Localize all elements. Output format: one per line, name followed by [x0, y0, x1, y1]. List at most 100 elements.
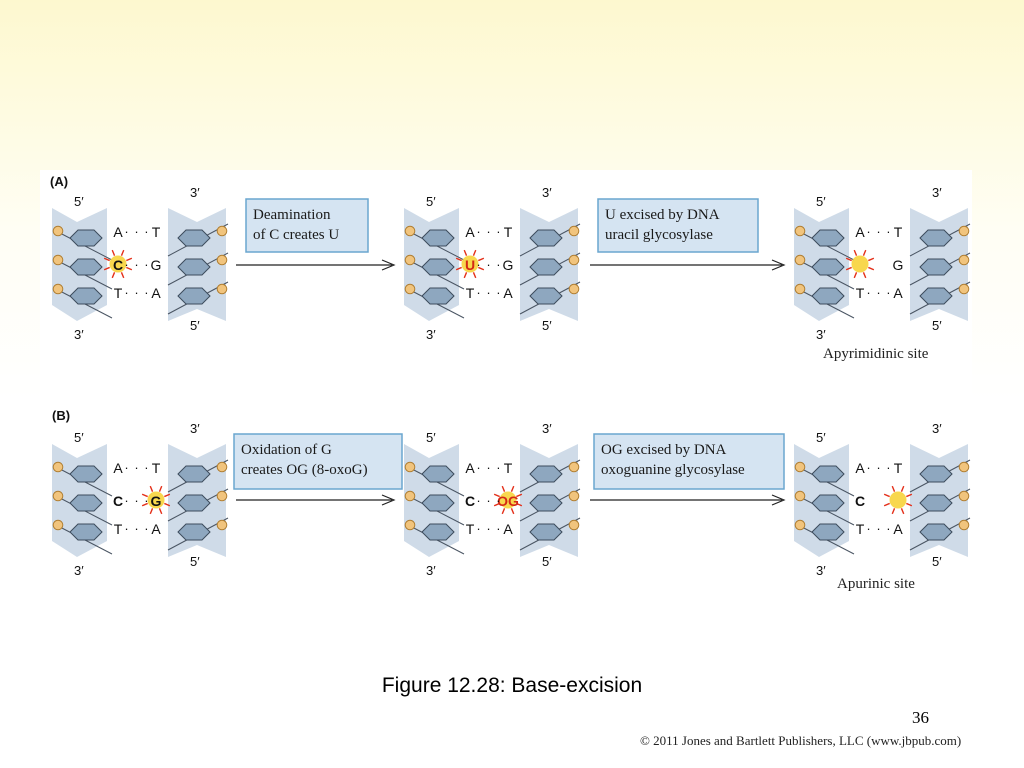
sugar-ring — [529, 523, 563, 541]
step-description-text: creates OG (8-oxoG) — [241, 462, 368, 478]
base-letter-left: T — [856, 285, 865, 301]
lesion-highlight — [461, 255, 479, 273]
lesion-ray — [103, 257, 110, 262]
phosphate-group — [958, 461, 970, 473]
base-letter-left: C — [855, 493, 865, 509]
phosphate-group — [568, 461, 580, 473]
base-letter-right: G — [151, 257, 162, 273]
lesion-ray — [120, 249, 125, 256]
sugar-ring — [421, 465, 455, 483]
strand-end-label: 3′ — [816, 563, 826, 578]
base-letter-right: A — [503, 521, 513, 537]
base-letter-right: T — [152, 224, 161, 240]
reaction-arrow-1: Deamination of C creates U — [236, 198, 396, 271]
lesion-ray — [111, 272, 116, 279]
phosphate-group — [52, 519, 64, 531]
strand-end-label: 5′ — [190, 318, 200, 333]
lesion-ray — [472, 249, 477, 256]
strand-end-label: 5′ — [932, 554, 942, 569]
step-description-text: Deamination — [253, 207, 331, 223]
lesion-ray — [862, 249, 867, 256]
lesion-ray — [164, 493, 171, 498]
phosphate-group — [52, 254, 64, 266]
strand-end-label: 5′ — [426, 430, 436, 445]
phosphate-group — [794, 519, 806, 531]
base-letter-right: A — [151, 285, 161, 301]
lesion-ray — [883, 493, 890, 498]
hydrogen-bond-dots: · · · — [866, 521, 891, 536]
hydrogen-bond-dots: · · · — [476, 224, 501, 239]
arrow-head — [771, 494, 786, 506]
phosphate-group — [794, 283, 806, 295]
sugar-ring — [529, 229, 563, 247]
sugar-ring — [919, 287, 953, 305]
hydrogen-bond-dots: · · · — [124, 224, 149, 239]
arrow-head — [381, 259, 396, 271]
base-letter-left: T — [466, 521, 475, 537]
lesion-ray — [472, 272, 477, 279]
phosphate-group — [216, 490, 228, 502]
phosphate-group — [794, 225, 806, 237]
phosphate-group — [216, 461, 228, 473]
phosphate-group — [216, 283, 228, 295]
lesion-highlight — [851, 255, 869, 273]
site-label: Apurinic site — [837, 576, 915, 592]
lesion-ray — [493, 493, 500, 498]
sugar-ring — [811, 465, 845, 483]
sugar-ring — [421, 287, 455, 305]
lesion-ray — [845, 257, 852, 262]
lesion-highlight — [499, 491, 517, 509]
lesion-ray — [900, 508, 905, 515]
phosphate-group — [794, 254, 806, 266]
sugar-ring — [529, 494, 563, 512]
sugar-ring — [919, 258, 953, 276]
step-description-text: of C creates U — [253, 227, 339, 243]
phosphate-group — [568, 283, 580, 295]
sugar-ring — [811, 523, 845, 541]
hydrogen-bond-dots: · · · — [866, 224, 891, 239]
step-description-box — [245, 198, 369, 253]
sugar-ring — [177, 494, 211, 512]
base-letter-left: C — [465, 493, 475, 509]
figure-caption: Figure 12.28: Base-excision — [381, 674, 643, 697]
sugar-ring — [69, 465, 103, 483]
sugar-ring — [421, 258, 455, 276]
lesion-ray — [891, 508, 896, 515]
copyright-notice: © 2011 Jones and Bartlett Publishers, LL… — [640, 733, 962, 748]
lesion-ray — [900, 485, 905, 492]
base-letter-left: A — [465, 224, 475, 240]
hydrogen-bond-dots: · · · — [124, 257, 149, 272]
phosphate-group — [568, 254, 580, 266]
lesion-highlight — [889, 491, 907, 509]
base-letter-left: T — [466, 285, 475, 301]
lesion-ray — [111, 249, 116, 256]
hydrogen-bond-dots: · · · — [124, 493, 149, 508]
lesion-ray — [510, 485, 515, 492]
lesion-ray — [149, 508, 154, 515]
lesion-ray — [501, 508, 506, 515]
hydrogen-bond-dots: · · · — [476, 460, 501, 475]
base-letter-right: G — [503, 257, 514, 273]
strand-end-label: 5′ — [932, 318, 942, 333]
step-description-text: U excised by DNA — [605, 207, 720, 223]
lesion-highlight — [109, 255, 127, 273]
sugar-ring — [421, 494, 455, 512]
phosphate-group — [404, 461, 416, 473]
lesion-ray — [868, 257, 875, 262]
lesion-ray — [478, 266, 485, 271]
lesion-ray — [883, 502, 890, 507]
base-letter-left: T — [114, 521, 123, 537]
phosphate-group — [568, 519, 580, 531]
hydrogen-bond-dots: · · · — [124, 521, 149, 536]
lesion-ray — [103, 266, 110, 271]
strand-end-label: 5′ — [816, 430, 826, 445]
strand-end-label: 3′ — [74, 327, 84, 342]
lesion-ray — [516, 502, 523, 507]
phosphate-group — [216, 519, 228, 531]
lesion-highlight — [147, 491, 165, 509]
strand-end-label: 3′ — [74, 563, 84, 578]
